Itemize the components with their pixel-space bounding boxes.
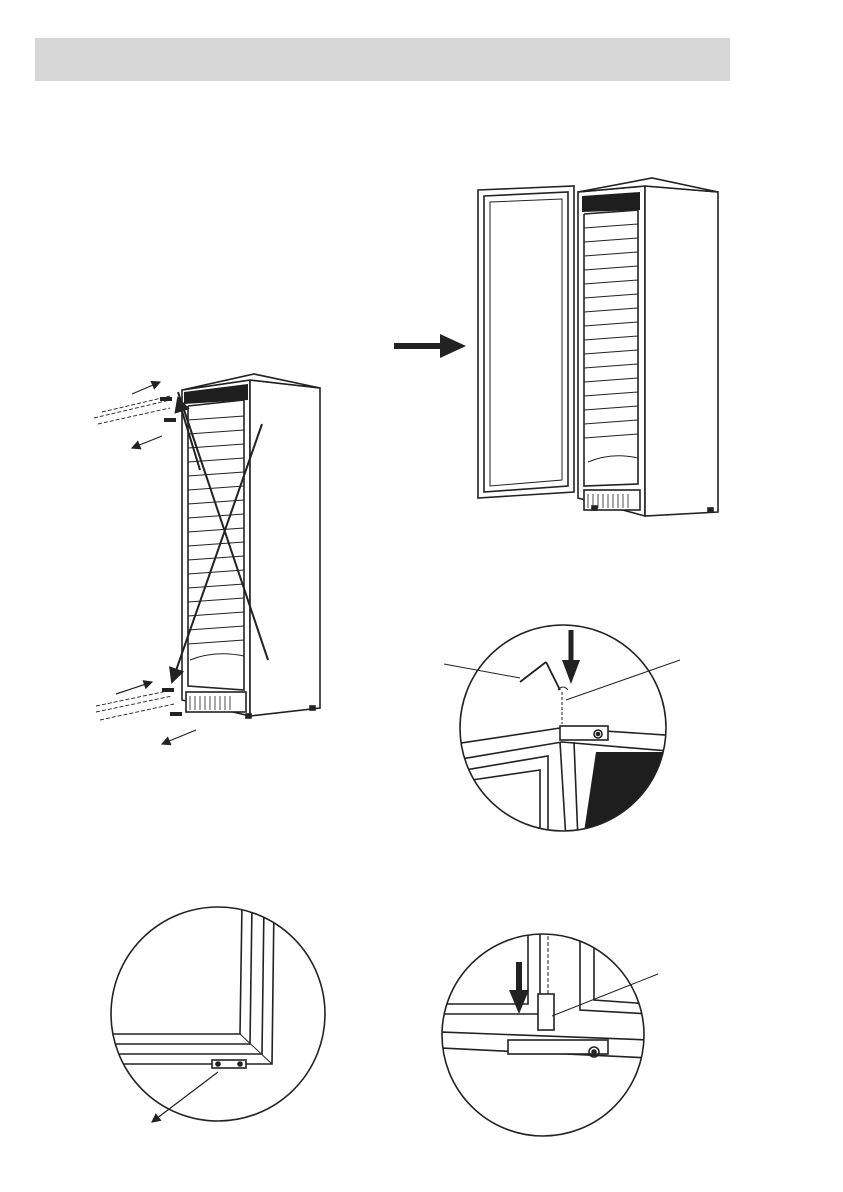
door-bottom-corner-icon — [100, 904, 325, 1122]
bottom-hinge-detail-icon — [440, 930, 658, 1136]
cabinet-door-open-icon — [478, 178, 718, 516]
top-hinge-detail-icon — [444, 625, 680, 840]
right-arrow-icon — [394, 334, 466, 358]
cabinet-with-cross-icon — [94, 374, 320, 744]
